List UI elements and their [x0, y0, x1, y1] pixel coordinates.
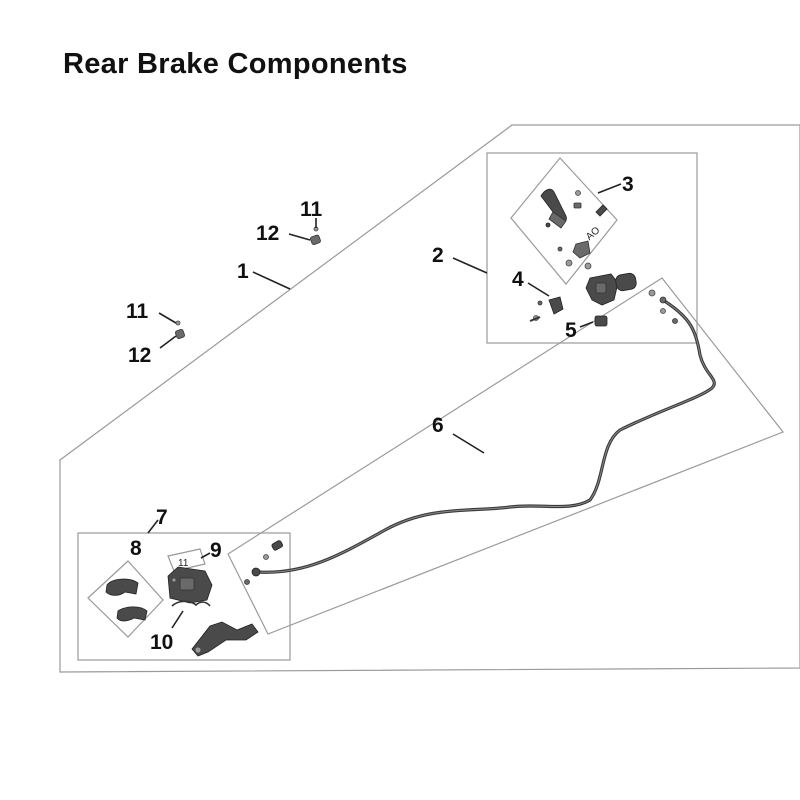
- reservoir-clip: [594, 315, 608, 327]
- callout-4: 4: [512, 268, 524, 291]
- leader-12b: [159, 335, 177, 349]
- callout-3: 3: [622, 173, 634, 196]
- leader-10: [171, 610, 184, 629]
- bleed-screw-lower: [175, 320, 185, 339]
- sticker-frame-9: [167, 548, 206, 572]
- callout-11-upper: 11: [300, 198, 323, 221]
- sticker-label: 11: [178, 558, 189, 569]
- callout-6: 6: [432, 414, 444, 437]
- callout-1: 1: [237, 260, 249, 283]
- leader-4: [527, 282, 550, 297]
- callout-7: 7: [156, 506, 168, 529]
- pad-spring: [171, 600, 211, 607]
- callout-11-lower: 11: [126, 300, 149, 323]
- callout-12-upper: 12: [256, 222, 279, 245]
- caliper-bracket: [191, 621, 259, 657]
- leader-11b: [158, 312, 177, 324]
- callout-5: 5: [565, 319, 577, 342]
- master-cylinder-frame-2: [486, 152, 698, 344]
- bleed-screw-upper: [310, 226, 321, 245]
- brake-pads: [105, 578, 148, 622]
- brake-caliper: [167, 566, 213, 604]
- leader-1: [252, 271, 291, 290]
- page-title: Rear Brake Components: [63, 48, 408, 80]
- lower-banjo-fittings: [244, 540, 283, 585]
- pad-frame-8: [87, 560, 164, 638]
- leader-9: [200, 552, 211, 559]
- brake-lever: AO: [540, 188, 608, 267]
- leader-5: [579, 321, 594, 328]
- leader-7: [147, 519, 159, 534]
- leader-12a: [288, 233, 311, 241]
- callout-2: 2: [432, 244, 444, 267]
- leader-3: [597, 183, 622, 194]
- lever-frame-3: [510, 157, 618, 285]
- brake-hose: [251, 300, 716, 577]
- leader-6: [452, 433, 485, 454]
- callout-10: 10: [150, 631, 173, 654]
- svg-text:AO: AO: [584, 225, 602, 243]
- callout-8: 8: [130, 537, 142, 560]
- assembly-frame-1: [59, 124, 800, 673]
- leader-2: [452, 257, 488, 274]
- callout-12-lower: 12: [128, 344, 151, 367]
- callout-9: 9: [210, 539, 222, 562]
- caliper-frame-7: [77, 532, 291, 661]
- master-cylinder: [584, 262, 637, 306]
- lever-bracket: [529, 296, 564, 322]
- hose-frame-6: [227, 277, 784, 635]
